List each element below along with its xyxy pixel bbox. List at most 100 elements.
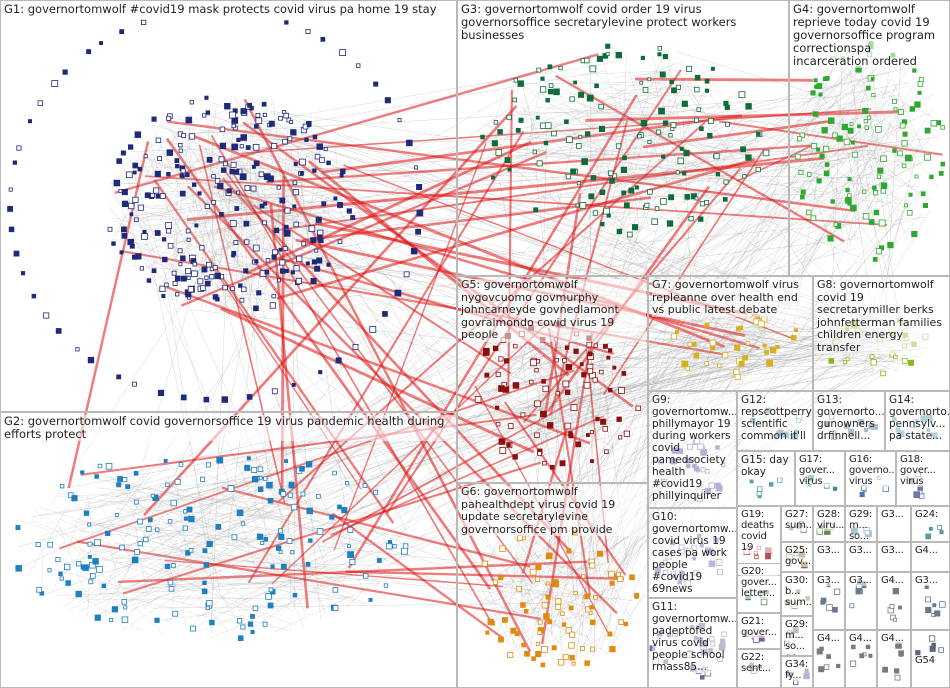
group-panel-g9[interactable]: G9: governortomw... phillymayor 19 durin… [648,391,737,508]
group-panel-g13[interactable]: G13: governorto... gunowners drfinnell..… [813,391,885,451]
node-g4 [875,126,882,133]
node-g1 [127,144,134,150]
node-g4 [843,138,851,146]
group-panel-g5[interactable]: G5: governortomwolf nygovcuomo govmurphy… [457,276,648,483]
edge [218,102,274,159]
group-panel-g34[interactable]: G34: fy... [781,656,813,688]
group-panel-g3x-g[interactable]: G3... [911,572,950,630]
edge [562,188,587,217]
node-g1 [230,286,235,291]
node-g1 [144,192,151,199]
group-panel-g8[interactable]: G8: governortomwolf covid 19 secretarymi… [813,276,950,391]
node-g1 [337,201,343,208]
edge [154,184,306,230]
group-panel-g3x-e[interactable]: G3... [813,572,845,630]
edge [516,152,664,162]
group-panel-g12[interactable]: G12: repscottperry scientific common it'… [737,391,813,451]
group-panel-g4x-d[interactable]: G4... [845,630,877,688]
node-g1 [350,215,356,220]
group-panel-g21[interactable]: G21: gover... [737,613,781,649]
group-panel-g6[interactable]: G6: governortomwolf pahealthdept virus c… [457,483,648,688]
group-panel-g20[interactable]: G20: gover... letter... [737,563,781,613]
group-panel-g18[interactable]: G18: gover... virus [896,451,950,506]
node-g3 [551,130,557,137]
edge [509,551,514,557]
group-panel-g3[interactable]: G3: governortomwolf covid order 19 virus… [457,0,789,276]
edge-strong [331,512,503,639]
node-g5 [562,380,570,388]
edge [270,228,283,299]
edge [212,568,367,605]
group-panel-g4x-a[interactable]: G4... [911,542,950,572]
group-panel-g15[interactable]: G15: day okay [737,451,795,506]
group-panel-g24[interactable]: G24: [911,506,950,542]
group-panel-g3x-b[interactable]: G3... [813,542,845,572]
edge [227,231,321,244]
node-g4 [929,174,934,180]
edge [731,327,788,357]
node-g1 [244,185,251,192]
edge [252,164,330,260]
node-g1 [219,126,226,132]
group-panel-g3x-f[interactable]: G3... [845,572,877,630]
group-panel-g4x-e[interactable]: G4... [877,630,911,688]
group-panel-g11[interactable]: G11: governortomw... padeptofed virus co… [648,598,737,688]
edge [157,228,268,279]
edge [567,139,759,141]
group-panel-g25[interactable]: G25: gov... [781,542,813,572]
edge [557,393,582,400]
edge [528,562,616,573]
node-g6 [560,611,565,616]
node-g1 [37,100,43,106]
node-g1 [305,261,310,266]
group-panel-g28[interactable]: G29: m... so... go... [845,506,877,542]
edge [148,144,156,184]
group-panel-g4[interactable]: G4: governortomwolf reprieve today covid… [789,0,950,276]
edge [591,118,599,177]
group-panel-g19[interactable]: G19: deaths covid 19 [737,506,781,576]
edge [223,549,361,596]
edge [867,142,898,207]
node-g1 [185,116,193,124]
edge [525,356,587,457]
group-panel-g30[interactable]: G30: b... sum... [781,572,813,616]
group-panel-g3x-a[interactable]: G3... [877,506,911,542]
node-g1 [27,119,32,124]
group-panel-g16[interactable]: G16: governo... virus [845,451,896,506]
edge [166,116,328,150]
edge [602,57,650,231]
edge [241,541,349,593]
node-g4 [810,90,816,96]
group-panel-g3x-d[interactable]: G3... [877,542,911,572]
edge [246,231,572,452]
node-g1 [150,192,155,198]
group-panel-g29[interactable]: G29: m... so... go... [781,616,813,656]
node-g2 [165,482,170,487]
edge [666,314,760,342]
edge [271,283,305,300]
group-label-g15: G15: day okay [741,454,792,478]
group-panel-g1[interactable]: G1: governortomwolf #covid19 mask protec… [0,0,457,412]
group-panel-g26[interactable]: G27: sum... [781,506,813,542]
group-panel-g22[interactable]: G22: sent... [737,649,781,688]
node-g54 [929,645,936,652]
group-panel-g14[interactable]: G14: governorto... pennsylv... pa state.… [885,391,950,451]
group-panel-g17[interactable]: G17: gover... virus [795,451,845,506]
group-panel-g10[interactable]: G10: governortomw... covid virus 19 case… [648,508,737,598]
edge [62,520,78,572]
node-g4 [862,189,867,194]
group-panel-g27[interactable]: G28: viru... [813,506,845,542]
group-panel-g4x-b[interactable]: G4... [877,572,911,630]
edge [110,557,371,566]
node-g2 [202,580,207,585]
node-g8 [870,359,877,366]
edge [676,76,736,163]
group-panel-g2[interactable]: G2: governortomwolf covid governorsoffic… [0,412,457,688]
group-panel-g4x-c[interactable]: G4... [813,630,845,688]
edge [17,519,48,530]
group-panel-g7[interactable]: G7: governortomwolf virus repleanne over… [648,276,813,391]
group-panel-g54[interactable]: G54 [911,630,950,688]
node-g2 [383,583,389,588]
group-panel-g3x-c[interactable]: G3... [845,542,877,572]
edge [573,101,742,174]
